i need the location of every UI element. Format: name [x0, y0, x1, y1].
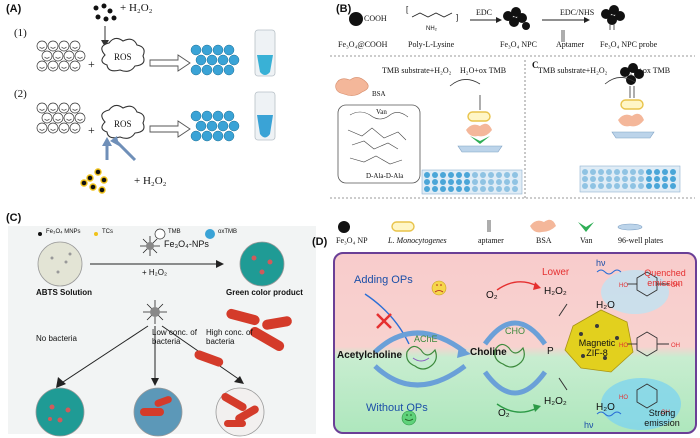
b-legend-0: Fe₃O₄ NP: [336, 236, 368, 245]
svg-text:]: ]: [456, 13, 458, 22]
svg-text:HO: HO: [619, 343, 628, 349]
d-hv-bottom: hν: [584, 420, 594, 430]
b-legend-3: BSA: [536, 236, 552, 245]
c-green-product: Green color product: [226, 288, 303, 297]
b-fe3o4-cooh: Fe₃O₄@COOH: [338, 40, 388, 49]
panel-d-frame: HO OH HO OH HO OH: [333, 252, 697, 434]
c-fe3o4-nps: Fe₃O₄-NPs: [164, 239, 209, 249]
b-npc-probe: Fe₃O₄ NPC probe: [600, 40, 658, 49]
b-legend-4: Van: [580, 236, 593, 245]
b-bsa: BSA: [372, 90, 386, 98]
b-legend-1: L. Monocytogenes: [388, 236, 447, 245]
c-low-conc: Low conc. of bacteria: [152, 328, 197, 346]
a-plus-2: +: [88, 123, 95, 137]
panel-d-label: (D): [312, 236, 328, 248]
b-legend-2: aptamer: [478, 236, 504, 245]
d-ache: AChE: [414, 334, 438, 344]
panel-a-label: (A): [6, 3, 22, 15]
b-label-c: C: [532, 60, 539, 70]
c-legend-3: oxTMB: [218, 229, 238, 235]
d-o2-top: O₂: [486, 290, 498, 301]
b-tmb-right: TMB substrate+H₂O₂: [538, 66, 608, 75]
b-ox-right: H₂O+ox TMB: [624, 66, 671, 75]
d-without-ops: Without OPs: [366, 402, 428, 414]
b-dala: D-Ala-D-Ala: [366, 172, 404, 180]
d-h2o-top: H₂O: [596, 300, 615, 311]
a-ros-2: ROS: [114, 119, 132, 129]
b-cooh: COOH: [364, 14, 387, 23]
b-tmb-left: TMB substrate+H₂O₂: [382, 66, 452, 75]
svg-text:OH: OH: [671, 343, 680, 349]
d-p: P: [547, 346, 554, 357]
c-high-conc: High conc. of bacteria: [206, 328, 253, 346]
c-abts: ABTS Solution: [36, 288, 92, 297]
svg-text:HO: HO: [619, 283, 628, 289]
a-row1-num: (1): [14, 27, 27, 39]
panel-b-graphic: [ ] NH₂: [330, 5, 695, 233]
b-edc-nhs: EDC/NHS: [560, 8, 595, 17]
panel-c-graphic: [8, 226, 316, 437]
b-pll: Poly-L-Lysine: [408, 40, 455, 49]
a-h2o2-top: + H₂O₂: [120, 2, 153, 14]
d-quenched: Quenched emission: [644, 268, 686, 288]
d-zif: Magnetic ZIF-8: [578, 338, 616, 358]
d-acetylcholine: Acetylcholine: [337, 350, 403, 361]
b-legend-5: 96-well plates: [618, 236, 664, 245]
d-h2o-bottom: H₂O: [596, 402, 615, 413]
d-choline: Choline: [470, 347, 507, 358]
d-h2o2-bottom: H₂O₂: [544, 396, 567, 407]
d-h2o2-top: H₂O₂: [544, 286, 567, 297]
b-npc1: Fe₃O₄ NPC: [500, 40, 537, 49]
c-legend-1: TCs: [102, 229, 113, 235]
d-cho: CHO: [505, 326, 525, 336]
d-strong: Strong emission: [644, 408, 680, 428]
panel-a-graphic: [36, 3, 276, 194]
svg-text:OH: OH: [661, 410, 670, 416]
svg-text:HO: HO: [619, 395, 628, 401]
b-edc: EDC: [476, 8, 492, 17]
a-h2o2-bottom: + H₂O₂: [134, 175, 167, 187]
svg-text:OH: OH: [671, 283, 680, 289]
a-ros-1: ROS: [114, 52, 132, 62]
b-aptamer: Aptamer: [556, 40, 584, 49]
b-van: Van: [376, 108, 387, 116]
panel-d-graphic: HO OH HO OH HO OH: [364, 269, 681, 430]
b-ox-left: H₂O+ox TMB: [460, 66, 507, 75]
a-row2-num: (2): [14, 88, 27, 100]
svg-text:[: [: [406, 5, 409, 14]
c-h2o2: + H₂O₂: [142, 268, 168, 277]
d-adding-ops: Adding OPs: [354, 274, 413, 286]
c-no-bacteria: No bacteria: [36, 334, 77, 343]
c-legend-2: TMB: [168, 229, 181, 235]
a-plus-1: +: [88, 57, 95, 71]
c-legend-0: Fe₃O₄ MNPs: [46, 229, 81, 235]
d-o2-bottom: O₂: [498, 408, 510, 419]
d-hv-top: hν: [596, 258, 606, 268]
panel-c-label: (C): [6, 212, 22, 224]
d-lower: Lower: [542, 267, 570, 278]
svg-text:NH₂: NH₂: [426, 26, 438, 32]
panel-b-label: (B): [336, 3, 352, 15]
